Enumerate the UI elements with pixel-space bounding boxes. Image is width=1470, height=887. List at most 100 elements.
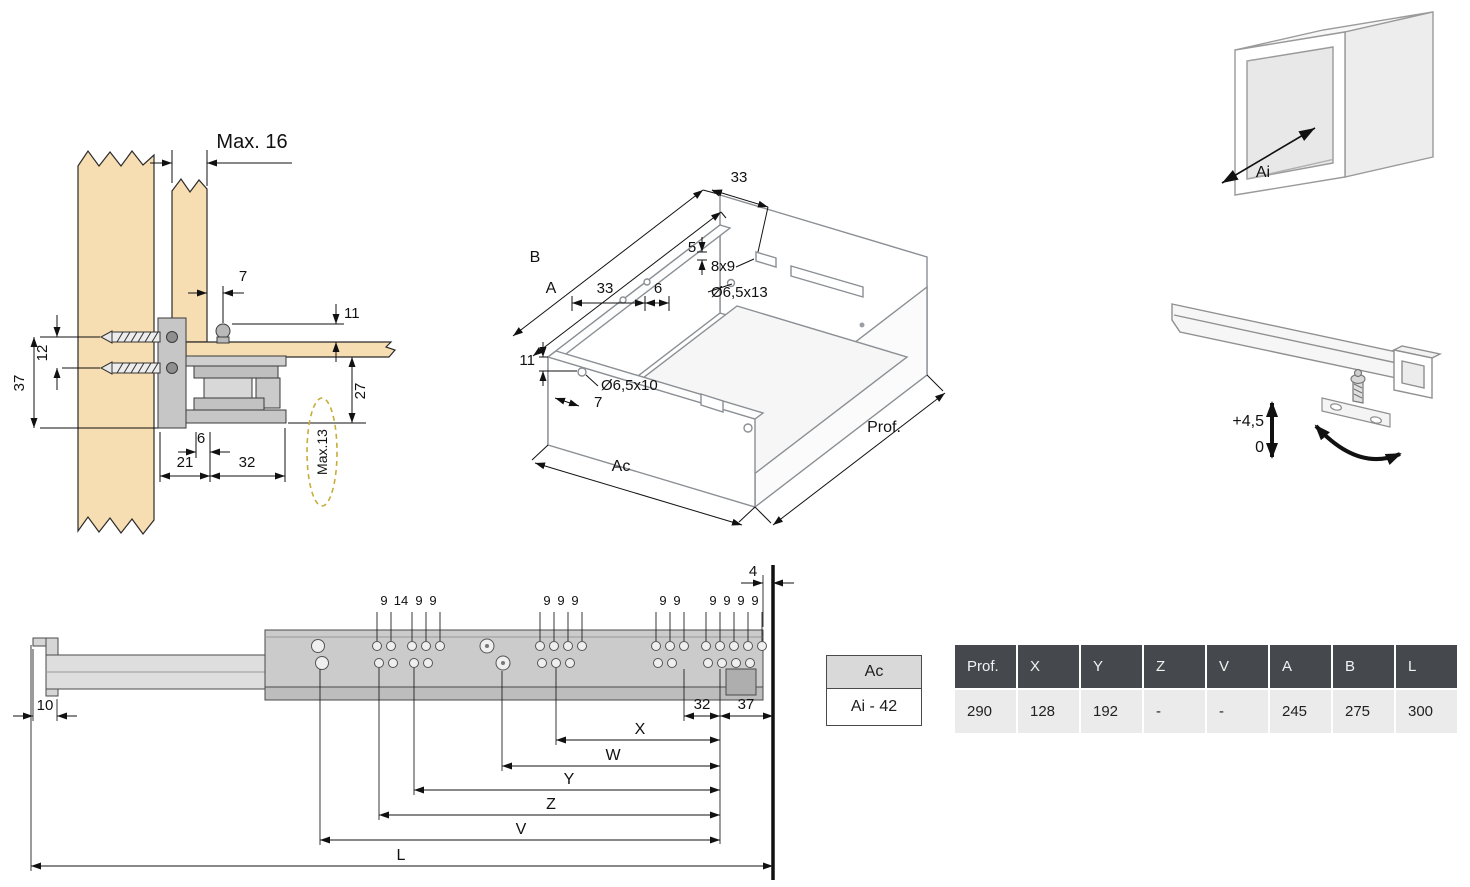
spec-header-b: B bbox=[1333, 645, 1394, 688]
spec-value-l: 300 bbox=[1396, 690, 1457, 733]
slide-hardware bbox=[157, 317, 287, 429]
dim-7: 7 bbox=[594, 394, 602, 411]
hole-leader-lines bbox=[376, 612, 763, 641]
dim-10: 10 bbox=[37, 697, 54, 714]
mounting-holes bbox=[311, 638, 767, 671]
dim-max13: Max.13 bbox=[314, 429, 330, 475]
dim-6: 6 bbox=[197, 430, 205, 447]
max13-highlight-ellipse bbox=[306, 397, 338, 507]
dim-33: 33 bbox=[597, 280, 614, 297]
hole-dim: 14 bbox=[394, 593, 408, 608]
spec-value-z: - bbox=[1144, 690, 1205, 733]
dimension-labels: 4 9 14 9 9 9 9 9 9 9 9 9 9 9 10 32 37 X … bbox=[37, 563, 759, 864]
extension-lines bbox=[30, 575, 764, 871]
spec-value-v: - bbox=[1207, 690, 1268, 733]
dim-zero: 0 bbox=[1255, 439, 1264, 456]
spec-header-v: V bbox=[1207, 645, 1268, 688]
dim-hole-front: Ø6,5x10 bbox=[601, 377, 658, 394]
adjustment-drawing: +4,5 0 bbox=[1171, 303, 1443, 466]
drawer-bottom-panel bbox=[185, 341, 397, 358]
dim-plus45: +4,5 bbox=[1232, 413, 1264, 430]
mounting-bracket bbox=[1321, 368, 1391, 428]
spec-header-prof: Prof. bbox=[955, 645, 1016, 688]
hole-dim: 9 bbox=[709, 593, 716, 608]
dim-V: V bbox=[516, 821, 527, 838]
hole-dim: 9 bbox=[673, 593, 680, 608]
dim-A: A bbox=[546, 280, 557, 297]
spec-header-l: L bbox=[1396, 645, 1457, 688]
dim-Y: Y bbox=[564, 771, 575, 788]
ac-table: Ac Ai - 42 bbox=[826, 655, 922, 726]
hole-dim: 9 bbox=[380, 593, 387, 608]
dimension-lines bbox=[13, 579, 794, 870]
dim-B: B bbox=[530, 249, 541, 266]
dim-W: W bbox=[605, 747, 621, 764]
opening bbox=[1246, 46, 1334, 180]
drawer-box bbox=[546, 194, 928, 509]
hole-dim: 9 bbox=[415, 593, 422, 608]
hole-dim: 9 bbox=[751, 593, 758, 608]
right-face bbox=[1344, 11, 1434, 178]
spec-value-y: 192 bbox=[1081, 690, 1142, 733]
cross-section-drawing: Max. 16 7 11 27 12 37 6 21 32 Max.13 bbox=[11, 131, 397, 535]
drawer-isometric-drawing: 33 5 8x9 Ø6,5x13 B A 33 6 11 Ø6,5x10 7 A… bbox=[512, 169, 946, 526]
spec-table: Prof. X Y Z V A B L 290 128 192 - - 245 … bbox=[955, 645, 1457, 733]
dim-12: 12 bbox=[34, 345, 51, 362]
ac-table-value: Ai - 42 bbox=[827, 689, 921, 725]
cabinet-member bbox=[264, 629, 764, 701]
dim-4: 4 bbox=[749, 563, 757, 580]
dim-7: 7 bbox=[239, 268, 247, 285]
mounting-screws bbox=[99, 330, 161, 375]
dim-11: 11 bbox=[519, 352, 535, 369]
dim-L: L bbox=[397, 847, 406, 864]
spec-value-b: 275 bbox=[1333, 690, 1394, 733]
dim-21: 21 bbox=[177, 454, 194, 471]
tilt-adjust-arrow bbox=[1314, 424, 1402, 466]
hole-dim: 9 bbox=[557, 593, 564, 608]
dim-Ac: Ac bbox=[612, 458, 631, 475]
spec-value-a: 245 bbox=[1270, 690, 1331, 733]
edge-hole-1 bbox=[619, 296, 627, 304]
dim-32: 32 bbox=[694, 696, 711, 713]
cross-section-dimensions bbox=[30, 150, 366, 482]
front-hole-left bbox=[577, 367, 587, 377]
dim-hole-back: Ø6,5x13 bbox=[711, 284, 768, 301]
cabinet-isometric-drawing: Ai bbox=[1221, 11, 1434, 196]
dim-slot-8x9: 8x9 bbox=[711, 258, 735, 275]
dim-37: 37 bbox=[738, 696, 755, 713]
spec-value-x: 128 bbox=[1018, 690, 1079, 733]
hole-dim: 9 bbox=[737, 593, 744, 608]
dim-27: 27 bbox=[352, 383, 369, 400]
spec-header-y: Y bbox=[1081, 645, 1142, 688]
spec-header-z: Z bbox=[1144, 645, 1205, 688]
dim-37: 37 bbox=[11, 375, 28, 392]
hole-dim: 9 bbox=[723, 593, 730, 608]
dim-max16: Max. 16 bbox=[216, 131, 287, 153]
hole-dim: 9 bbox=[429, 593, 436, 608]
dim-6: 6 bbox=[654, 280, 662, 297]
spec-header-x: X bbox=[1018, 645, 1079, 688]
ai-arrow bbox=[1221, 127, 1316, 184]
dim-33-top: 33 bbox=[731, 169, 748, 186]
spec-value-prof: 290 bbox=[955, 690, 1016, 733]
hole-dim: 9 bbox=[659, 593, 666, 608]
dim-X: X bbox=[635, 721, 646, 738]
slide-rail-3d bbox=[1171, 303, 1443, 399]
rear-bracket bbox=[725, 668, 757, 696]
dim-32: 32 bbox=[239, 454, 256, 471]
ac-table-header: Ac bbox=[827, 656, 921, 689]
hole-dim: 9 bbox=[543, 593, 550, 608]
drawer-dimensions bbox=[512, 189, 946, 526]
rail-side-view: 4 9 14 9 9 9 9 9 9 9 9 9 9 9 10 32 37 X … bbox=[13, 563, 794, 880]
edge-hole-2 bbox=[643, 278, 651, 286]
dim-Prof: Prof. bbox=[867, 419, 901, 436]
front-notch bbox=[700, 393, 724, 413]
dim-11: 11 bbox=[344, 305, 360, 322]
dim-Z: Z bbox=[546, 796, 556, 813]
back-slot-small bbox=[755, 251, 777, 268]
back-slot-long bbox=[790, 265, 864, 298]
spec-header-a: A bbox=[1270, 645, 1331, 688]
dim-5: 5 bbox=[688, 239, 696, 256]
front-pin bbox=[215, 323, 231, 339]
